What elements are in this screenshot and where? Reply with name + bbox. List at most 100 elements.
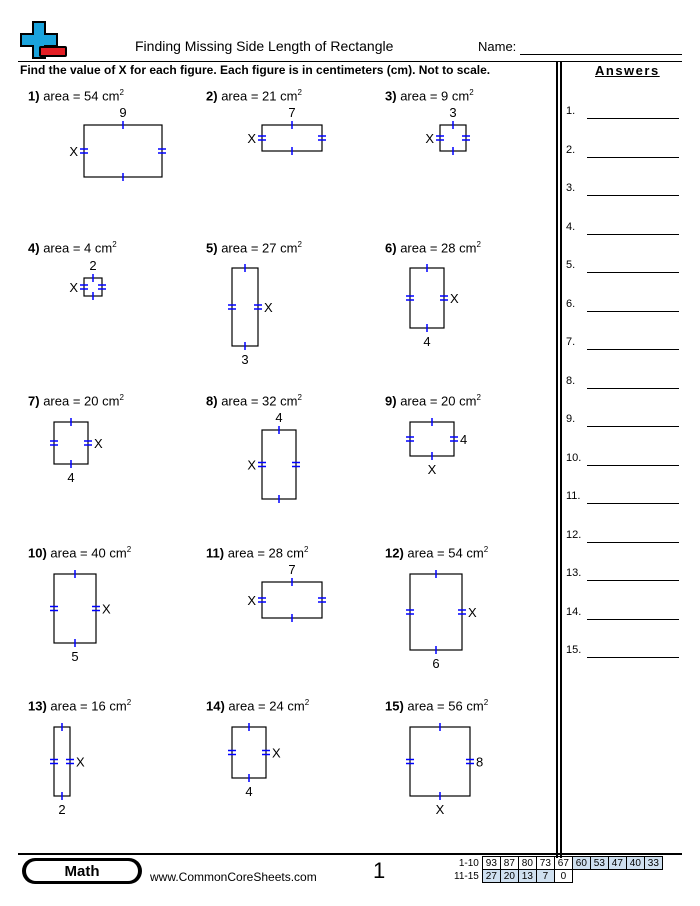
area-exponent: 2 xyxy=(297,88,302,97)
answer-slot: 5. xyxy=(566,259,682,275)
area-unit: cm xyxy=(109,545,127,561)
rectangle xyxy=(409,421,455,457)
score-cell: 67 xyxy=(553,856,573,870)
answer-slot: 11. xyxy=(566,490,682,506)
answer-line[interactable] xyxy=(587,426,679,427)
area-prefix: area = xyxy=(227,545,269,561)
side-label-bottom: 4 xyxy=(423,334,430,349)
answer-number: 11. xyxy=(566,490,581,502)
area-exponent: 2 xyxy=(119,393,124,402)
side-label-left: X xyxy=(247,458,256,473)
area-value: 28 xyxy=(441,240,456,256)
area-unit: cm xyxy=(459,240,477,256)
rectangle xyxy=(409,726,471,797)
answer-number: 6. xyxy=(566,298,576,310)
answer-line[interactable] xyxy=(587,388,679,389)
rectangle xyxy=(261,429,297,500)
side-label-right: 4 xyxy=(460,432,467,447)
side-label-left: X xyxy=(425,131,434,146)
answer-number: 7. xyxy=(566,336,576,348)
score-cell: 87 xyxy=(499,856,519,870)
area-unit: cm xyxy=(280,88,298,104)
answer-line[interactable] xyxy=(587,195,679,196)
header-divider xyxy=(18,61,682,62)
answer-number: 9. xyxy=(566,413,576,425)
answer-line[interactable] xyxy=(587,272,679,273)
answer-line[interactable] xyxy=(587,118,679,119)
side-label-bottom: 2 xyxy=(58,802,65,817)
area-prefix: area = xyxy=(43,240,85,256)
problem-header: 4) area = 4 cm2 xyxy=(28,240,117,255)
answer-slot: 12. xyxy=(566,529,682,545)
area-prefix: area = xyxy=(43,393,85,409)
side-label-right: 8 xyxy=(476,755,483,770)
answer-line[interactable] xyxy=(587,349,679,350)
answer-slot: 14. xyxy=(566,606,682,622)
rectangle xyxy=(261,581,323,619)
area-prefix: area = xyxy=(50,545,92,561)
area-value: 54 xyxy=(448,545,463,561)
side-label-bottom: 3 xyxy=(241,352,248,367)
answer-line[interactable] xyxy=(587,157,679,158)
rectangle xyxy=(409,573,463,651)
problem-number: 11) xyxy=(206,545,225,561)
side-label-top: 7 xyxy=(288,105,295,120)
problem-header: 10) area = 40 cm2 xyxy=(28,545,131,560)
problem-number: 2) xyxy=(206,88,218,104)
side-label-bottom: 6 xyxy=(432,656,439,671)
worksheet-title: Finding Missing Side Length of Rectangle xyxy=(135,38,394,54)
answer-line[interactable] xyxy=(587,234,679,235)
answer-slot: 7. xyxy=(566,336,682,352)
area-exponent: 2 xyxy=(297,393,302,402)
problem-number: 6) xyxy=(385,240,397,256)
answer-number: 15. xyxy=(566,644,582,656)
score-table: 1-10 93 87 80 73 67 60 53 47 40 33 11-15… xyxy=(452,856,663,883)
area-prefix: area = xyxy=(221,240,263,256)
area-exponent: 2 xyxy=(112,240,117,249)
answer-line[interactable] xyxy=(587,311,679,312)
answer-slot: 1. xyxy=(566,105,682,121)
area-exponent: 2 xyxy=(126,545,132,554)
score-row-label: 1-10 xyxy=(458,857,479,869)
answer-slot: 6. xyxy=(566,298,682,314)
answer-line[interactable] xyxy=(587,619,679,620)
side-label-right: X xyxy=(102,602,111,617)
answer-line[interactable] xyxy=(587,580,679,581)
problem-header: 12) area = 54 cm2 xyxy=(385,545,488,560)
name-input-line[interactable] xyxy=(520,54,682,55)
answer-number: 5. xyxy=(566,259,576,271)
problem-header: 2) area = 21 cm2 xyxy=(206,88,302,103)
area-exponent: 2 xyxy=(304,698,310,707)
answer-line[interactable] xyxy=(587,657,679,658)
score-cell: 93 xyxy=(481,856,501,870)
area-prefix: area = xyxy=(400,88,442,104)
answer-slot: 10. xyxy=(566,452,682,468)
side-label-bottom: X xyxy=(428,462,437,477)
problem-number: 10) xyxy=(28,545,47,561)
side-label-right: X xyxy=(272,746,281,761)
problem-number: 7) xyxy=(28,393,40,409)
score-row: 1-10 93 87 80 73 67 60 53 47 40 33 xyxy=(452,856,663,870)
area-value: 16 xyxy=(91,698,106,714)
website-label: www.CommonCoreSheets.com xyxy=(150,870,317,884)
problem-header: 15) area = 56 cm2 xyxy=(385,698,488,713)
area-exponent: 2 xyxy=(297,240,302,249)
problem-header: 13) area = 16 cm2 xyxy=(28,698,131,713)
area-exponent: 2 xyxy=(126,698,132,707)
answer-line[interactable] xyxy=(587,542,679,543)
problem-header: 3) area = 9 cm2 xyxy=(385,88,474,103)
answer-column-divider xyxy=(556,61,558,858)
answer-line[interactable] xyxy=(587,465,679,466)
answers-title: Answers xyxy=(595,63,660,78)
answer-number: 14. xyxy=(566,606,582,618)
area-unit: cm xyxy=(102,88,120,104)
answer-line[interactable] xyxy=(587,503,679,504)
area-unit: cm xyxy=(109,698,127,714)
problem-header: 8) area = 32 cm2 xyxy=(206,393,302,408)
problem-number: 14) xyxy=(206,698,225,714)
score-cell: 40 xyxy=(625,856,645,870)
rectangle xyxy=(409,267,445,329)
answer-number: 8. xyxy=(566,375,576,387)
score-cell: 73 xyxy=(535,856,555,870)
answer-number: 12. xyxy=(566,529,582,541)
